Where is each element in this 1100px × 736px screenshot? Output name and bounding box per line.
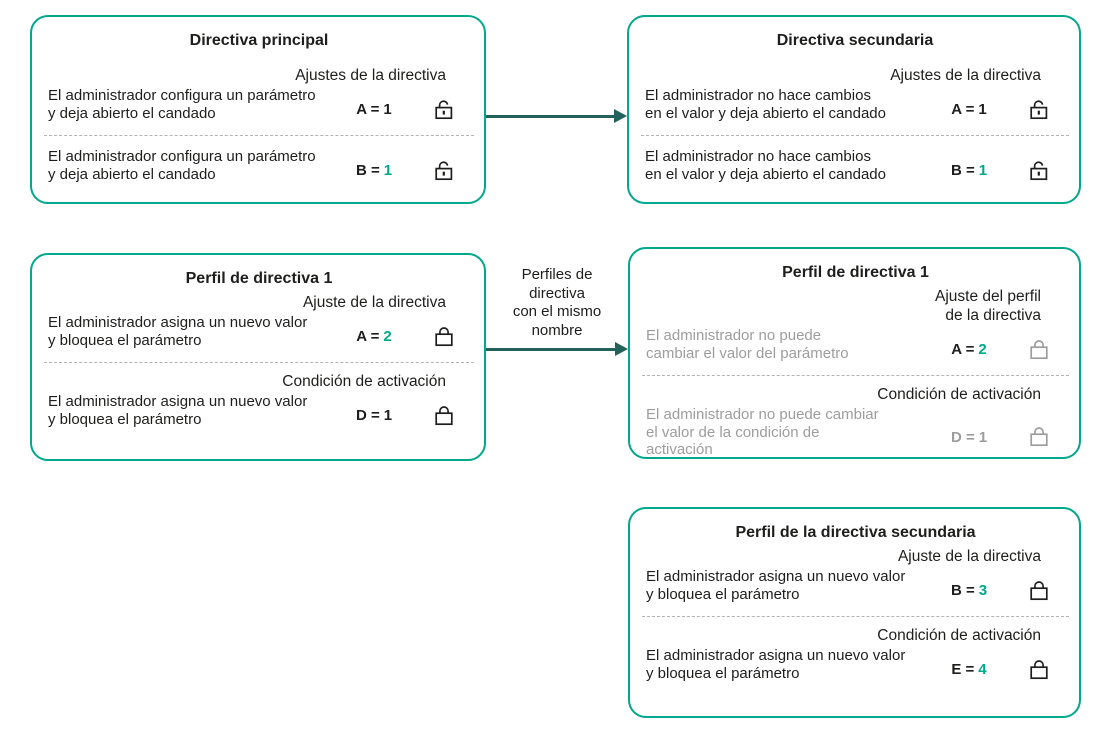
- param-name: B =: [355, 162, 380, 179]
- policy-setting-row: El administrador no puede cambiar el val…: [646, 406, 1065, 459]
- closed-lock-icon: [418, 403, 470, 427]
- policy-setting-row: El administrador asigna un nuevo valor y…: [646, 647, 1065, 682]
- param-name: E =: [951, 661, 975, 678]
- param-number: 1: [383, 162, 393, 179]
- param-number: 1: [978, 428, 988, 446]
- param-number: 1: [978, 162, 988, 179]
- dashed-divider: [44, 135, 474, 136]
- box-title: Directiva secundaria: [776, 32, 934, 49]
- param-value: D =1: [925, 429, 1013, 446]
- row-description: El administrador asigna un nuevo valor y…: [646, 647, 906, 682]
- row-description: El administrador no hace cambios en el v…: [645, 87, 886, 122]
- param-value: A =1: [925, 101, 1013, 118]
- policy-setting-row: El administrador configura un parámetro …: [48, 87, 470, 122]
- dashed-divider: [642, 616, 1069, 617]
- row-description: El administrador no puede cambiar el val…: [646, 406, 879, 458]
- row-description: El administrador asigna un nuevo valor y…: [48, 314, 308, 349]
- profile-merge-arrow-head: [615, 342, 628, 356]
- row-description: El administrador configura un parámetro …: [48, 87, 316, 122]
- closed-lock-icon: [1013, 424, 1065, 448]
- dashed-divider: [642, 375, 1069, 376]
- row-description: El administrador asigna un nuevo valor y…: [646, 568, 906, 603]
- section-header: Ajustes de la directiva: [295, 67, 446, 84]
- open-lock-icon: [418, 158, 470, 182]
- policy-setting-row: El administrador configura un parámetro …: [48, 148, 470, 183]
- open-lock-icon: [1013, 97, 1065, 121]
- secondary-policy-box: Directiva secundaria Ajustes de la direc…: [627, 15, 1081, 204]
- policy-setting-row: El administrador no hace cambios en el v…: [645, 87, 1065, 122]
- param-value: B =1: [925, 162, 1013, 179]
- param-value: B =3: [925, 582, 1013, 599]
- closed-lock-icon: [1013, 657, 1065, 681]
- main-policy-box: Directiva principal Ajustes de la direct…: [30, 15, 486, 204]
- section-header: Ajuste de la directiva: [897, 548, 1041, 565]
- box-title: Perfil de directiva 1: [185, 270, 333, 287]
- policy-setting-row: El administrador no hace cambios en el v…: [645, 148, 1065, 183]
- param-value: D =1: [330, 407, 418, 424]
- dashed-divider: [641, 135, 1069, 136]
- section-header: Condición de activación: [877, 627, 1041, 644]
- row-description: El administrador asigna un nuevo valor y…: [48, 393, 308, 428]
- inheritance-arrow-line: [486, 115, 615, 118]
- param-value: B =1: [330, 162, 418, 179]
- param-number: 1: [383, 101, 392, 118]
- open-lock-icon: [418, 97, 470, 121]
- section-header: Ajuste de la directiva: [302, 294, 446, 311]
- closed-lock-icon: [1013, 337, 1065, 361]
- param-name: A =: [356, 101, 380, 118]
- param-number: 2: [978, 341, 987, 358]
- param-value: A =2: [330, 328, 418, 345]
- param-name: A =: [951, 341, 975, 358]
- policy-profile-1-result-box: Perfil de directiva 1 Ajuste del perfil …: [628, 247, 1081, 459]
- param-number: 1: [383, 407, 393, 424]
- policy-setting-row: El administrador asigna un nuevo valor y…: [48, 314, 470, 349]
- closed-lock-icon: [418, 324, 470, 348]
- box-title: Perfil de la directiva secundaria: [735, 524, 976, 541]
- row-description: El administrador no hace cambios en el v…: [645, 148, 886, 183]
- param-value: A =2: [925, 341, 1013, 358]
- param-name: A =: [951, 101, 975, 118]
- param-value: A =1: [330, 101, 418, 118]
- param-name: D =: [950, 428, 975, 446]
- profile-merge-arrow-line: [486, 348, 616, 351]
- param-name: B =: [950, 162, 975, 179]
- arrow-label: Perfiles de directiva con el mismo nombr…: [512, 266, 602, 339]
- param-name: A =: [356, 328, 380, 345]
- param-number: 1: [978, 101, 987, 118]
- section-header: Condición de activación: [282, 373, 446, 390]
- policy-setting-row: El administrador no puede cambiar el val…: [646, 327, 1065, 362]
- closed-lock-icon: [1013, 578, 1065, 602]
- section-header: Condición de activación: [877, 386, 1041, 403]
- dashed-divider: [44, 362, 474, 363]
- box-title: Perfil de directiva 1: [782, 264, 929, 281]
- row-description: El administrador no puede cambiar el val…: [646, 327, 849, 362]
- row-description: El administrador configura un parámetro …: [48, 148, 316, 183]
- param-number: 3: [978, 582, 988, 599]
- param-name: D =: [355, 407, 380, 424]
- box-title: Directiva principal: [189, 32, 329, 49]
- param-number: 4: [978, 661, 987, 678]
- param-number: 2: [383, 328, 392, 345]
- param-value: E =4: [925, 661, 1013, 678]
- open-lock-icon: [1013, 158, 1065, 182]
- policy-setting-row: El administrador asigna un nuevo valor y…: [48, 393, 470, 428]
- param-name: B =: [950, 582, 975, 599]
- inheritance-arrow-head: [614, 109, 627, 123]
- policy-profile-1-box: Perfil de directiva 1 Ajuste de la direc…: [30, 253, 486, 461]
- section-header: Ajuste del perfil de la directiva: [935, 288, 1041, 324]
- secondary-policy-profile-box: Perfil de la directiva secundaria Ajuste…: [628, 507, 1081, 718]
- section-header: Ajustes de la directiva: [890, 67, 1041, 84]
- policy-setting-row: El administrador asigna un nuevo valor y…: [646, 568, 1065, 603]
